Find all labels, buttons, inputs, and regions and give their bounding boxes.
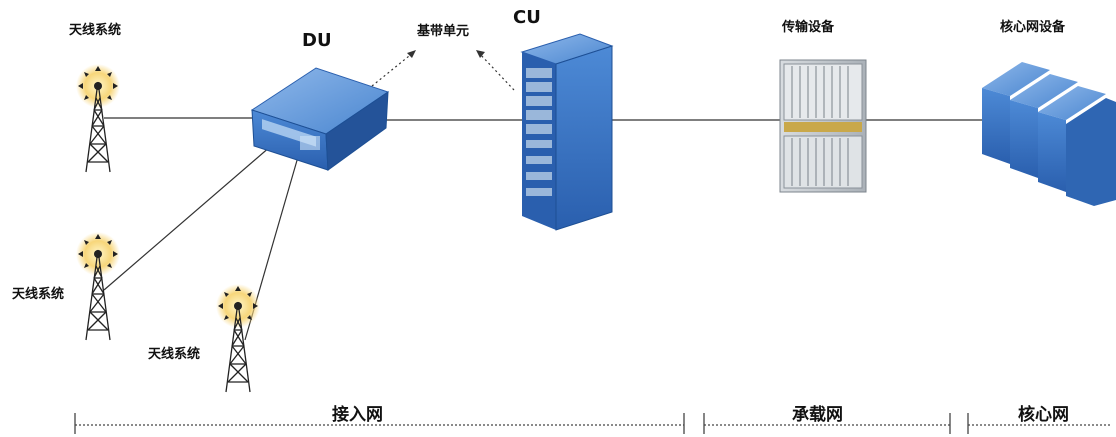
du-device — [250, 67, 390, 171]
transport-label: 传输设备 — [782, 20, 835, 35]
baseband-unit-label: 基带单元 — [417, 24, 470, 39]
antenna-label-left: 天线系统 — [12, 287, 65, 302]
core-device — [982, 62, 1116, 206]
arrowhead-cu — [476, 50, 485, 58]
antenna-label-bottom: 天线系统 — [148, 347, 201, 362]
arrow-du-baseband — [371, 51, 415, 87]
cu-label: CU — [513, 7, 541, 28]
du-label: DU — [302, 30, 332, 51]
segment-bearer-network: 承载网 — [792, 405, 843, 425]
antenna-tower-bottom — [215, 283, 261, 393]
transport-device — [779, 59, 867, 193]
segment-access-network: 接入网 — [332, 405, 383, 425]
arrow-cu-baseband — [477, 51, 515, 91]
arrowhead-du — [407, 50, 416, 58]
baseband-arrows — [371, 51, 515, 91]
antenna-tower-left — [75, 231, 121, 341]
link-antenna-left-du — [103, 139, 279, 291]
antenna-label-top: 天线系统 — [69, 23, 122, 38]
core-equipment-label: 核心网设备 — [1000, 20, 1066, 35]
cu-device — [520, 33, 614, 231]
segment-core-network: 核心网 — [1018, 405, 1069, 425]
bracket-ticks — [74, 413, 969, 434]
